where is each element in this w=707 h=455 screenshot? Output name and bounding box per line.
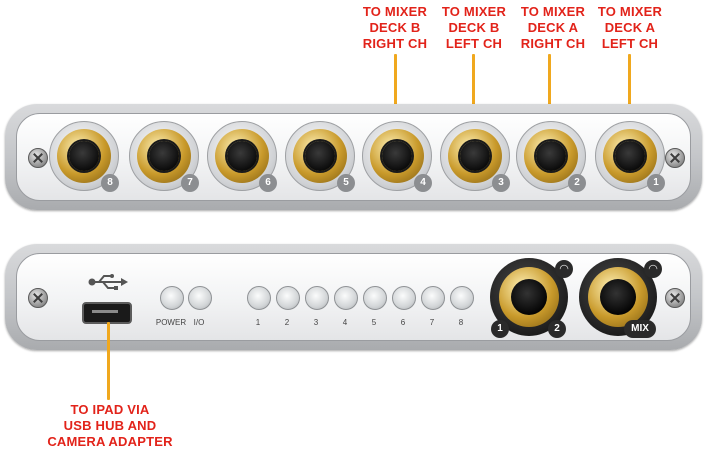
jack-number-2: 2 xyxy=(568,174,586,192)
channel-label-1: 1 xyxy=(255,318,261,327)
front-panel: 8 7 6 5 4 3 2 1 xyxy=(5,104,702,210)
io-label: I/O xyxy=(193,318,205,327)
leader-line-usb xyxy=(107,322,110,400)
callout-usb: TO IPAD VIA USB HUB AND CAMERA ADAPTER xyxy=(47,402,173,449)
input-jack-8[interactable]: 8 xyxy=(49,121,119,192)
input-jack-2[interactable]: 2 xyxy=(516,121,586,192)
screw-left-front xyxy=(28,148,48,168)
output-tag-1: 1 xyxy=(491,320,509,338)
channel-label-2: 2 xyxy=(284,318,290,327)
channel-led-5 xyxy=(363,286,387,310)
input-jack-5[interactable]: 5 xyxy=(285,121,355,192)
input-jack-4[interactable]: 4 xyxy=(362,121,432,192)
channel-led-7 xyxy=(421,286,445,310)
input-jack-3[interactable]: 3 xyxy=(440,121,510,192)
screw-right-front xyxy=(665,148,685,168)
channel-led-6 xyxy=(392,286,416,310)
callout-deck-b-right: TO MIXER DECK B RIGHT CH xyxy=(362,4,428,51)
output-jack-1-2[interactable] xyxy=(490,258,568,336)
input-jack-7[interactable]: 7 xyxy=(129,121,199,192)
back-panel: POWER I/O 1 2 3 4 5 6 7 8 ◠ 1 2 ◠ MIX xyxy=(5,244,702,350)
channel-led-3 xyxy=(305,286,329,310)
usb-port[interactable] xyxy=(82,302,132,324)
channel-led-4 xyxy=(334,286,358,310)
channel-led-8 xyxy=(450,286,474,310)
channel-label-6: 6 xyxy=(400,318,406,327)
input-jack-1[interactable]: 1 xyxy=(595,121,665,192)
headphones-icon-mix: ◠ xyxy=(644,260,662,278)
input-jack-6[interactable]: 6 xyxy=(207,121,277,192)
output-tag-mix: MIX xyxy=(624,320,656,338)
jack-number-1: 1 xyxy=(647,174,665,192)
jack-number-6: 6 xyxy=(259,174,277,192)
headphones-icon-1-2: ◠ xyxy=(555,260,573,278)
channel-label-8: 8 xyxy=(458,318,464,327)
screw-left-back xyxy=(28,288,48,308)
jack-number-5: 5 xyxy=(337,174,355,192)
usb-symbol-icon xyxy=(88,274,128,290)
channel-led-1 xyxy=(247,286,271,310)
channel-label-4: 4 xyxy=(342,318,348,327)
channel-label-5: 5 xyxy=(371,318,377,327)
power-label: POWER xyxy=(155,318,187,327)
callout-deck-b-left: TO MIXER DECK B LEFT CH xyxy=(441,4,507,51)
callout-deck-a-left: TO MIXER DECK A LEFT CH xyxy=(597,4,663,51)
channel-label-3: 3 xyxy=(313,318,319,327)
jack-number-7: 7 xyxy=(181,174,199,192)
power-led xyxy=(160,286,184,310)
channel-label-7: 7 xyxy=(429,318,435,327)
callout-deck-a-right: TO MIXER DECK A RIGHT CH xyxy=(520,4,586,51)
output-tag-2: 2 xyxy=(548,320,566,338)
screw-right-back xyxy=(665,288,685,308)
jack-number-8: 8 xyxy=(101,174,119,192)
jack-number-3: 3 xyxy=(492,174,510,192)
jack-number-4: 4 xyxy=(414,174,432,192)
io-led xyxy=(188,286,212,310)
channel-led-2 xyxy=(276,286,300,310)
